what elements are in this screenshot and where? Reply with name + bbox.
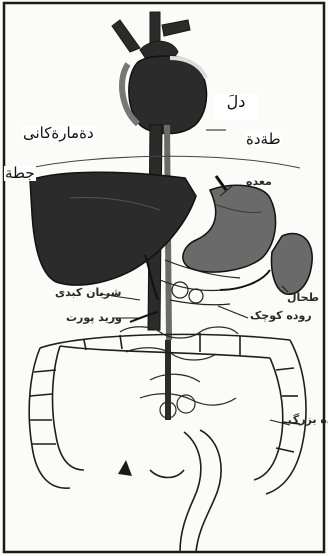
stomach-overlay-label: طةدة	[245, 132, 282, 147]
portal-vein-label: وريد پورت	[66, 312, 122, 323]
small-intestine	[120, 327, 238, 418]
small-intestine-label: روده كوچک	[250, 310, 312, 321]
stomach	[183, 176, 276, 272]
heart-label: دلَ	[214, 94, 258, 120]
great-vessels	[112, 12, 190, 64]
stomach-label: معده	[246, 176, 272, 187]
liver-label: جطة	[4, 166, 36, 181]
hepatic-artery-label: شريان كبدى	[55, 287, 121, 298]
heart	[122, 56, 207, 134]
arteries-label: دةمارةكانى	[22, 126, 95, 141]
large-intestine-label: روده بزرگ	[288, 414, 328, 425]
appendix-marker	[118, 460, 132, 476]
spleen-label: طحال	[287, 292, 319, 303]
